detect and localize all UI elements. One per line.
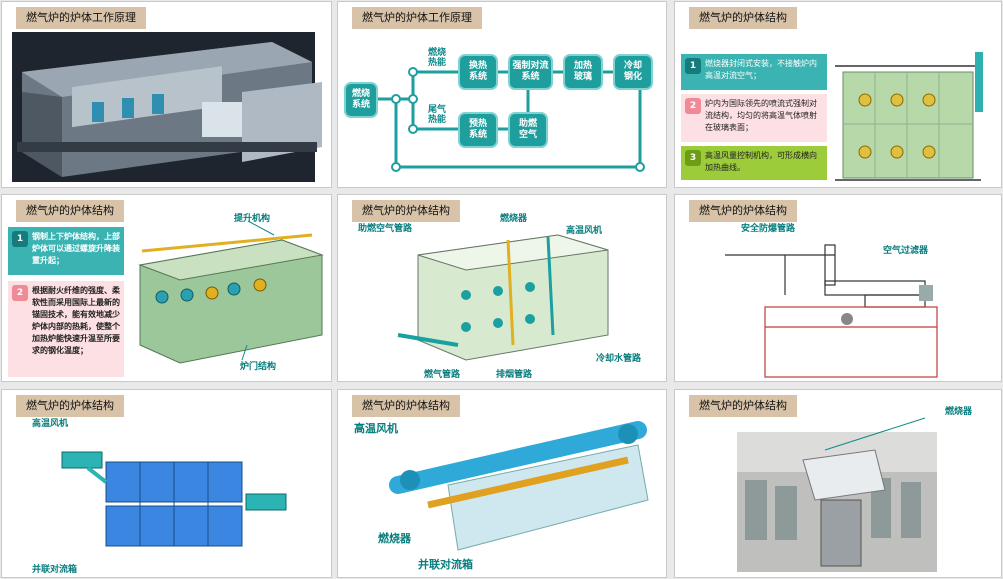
flow-forced-convection: 强制对流 系统: [508, 54, 553, 90]
slide-8[interactable]: 燃气炉的炉体结构 高温风机 燃烧器 并联对流箱: [337, 389, 667, 578]
flow-tail-gas-label: 尾气 热能: [428, 105, 447, 125]
flow-combustion-air: 助燃 空气: [508, 112, 548, 148]
note-3: 3 高温风量控制机构，可形成横向加热曲线。: [681, 146, 827, 180]
flow-preheat: 预热 系统: [458, 112, 498, 148]
convection-box-top-view: [61, 451, 287, 547]
flow-combustion-system: 燃烧 系统: [344, 82, 378, 118]
label-hot-fan: 高温风机: [354, 422, 398, 435]
furnace-body-drawing: [138, 220, 324, 364]
note-1: 1 钢制上下炉体结构，上部炉体可以通过螺旋升降装置升起；: [8, 227, 124, 275]
slide-title: 燃气炉的炉体结构: [352, 395, 460, 417]
label-burner: 燃烧器: [500, 214, 528, 224]
label-burner: 燃烧器: [945, 407, 973, 417]
slide-9[interactable]: 燃气炉的炉体结构 燃烧器: [674, 389, 1002, 578]
label-safety-vent: 安全防爆管路: [741, 224, 796, 234]
label-hot-fan: 高温风机: [566, 226, 603, 236]
furnace-render: [12, 32, 322, 182]
label-hot-fan: 高温风机: [32, 419, 69, 429]
slide-5[interactable]: 燃气炉的炉体结构 助燃空气管路 燃烧器 高温风机 燃气管路 排烟管路 冷却水管路: [337, 194, 667, 382]
label-comb-air-pipe: 助燃空气管路: [358, 224, 413, 234]
flow-hot-gas-label: 燃烧 热能: [428, 48, 447, 68]
slide-title: 燃气炉的炉体工作原理: [352, 7, 482, 29]
fan-burner-3d-drawing: [389, 421, 649, 551]
label-burner: 燃烧器: [378, 532, 411, 545]
slide-title: 燃气炉的炉体结构: [16, 200, 124, 222]
flow-heat-glass: 加热 玻璃: [563, 54, 603, 90]
slide-2[interactable]: 燃气炉的炉体工作原理 燃烧 系统 燃烧 热能 尾气 热能 换热 系统 强制对流 …: [337, 1, 667, 188]
label-air-filter: 空气过滤器: [883, 246, 929, 256]
slide-title: 燃气炉的炉体工作原理: [16, 7, 146, 29]
slide-1[interactable]: 燃气炉的炉体工作原理: [1, 1, 332, 188]
furnace-front-drawing: [835, 52, 983, 181]
note-2: 2 炉内为国际领先的喷流式强制对流结构，均匀的将高温气体喷射在玻璃表面；: [681, 94, 827, 142]
slide-3[interactable]: 燃气炉的炉体结构 1 燃烧器封闭式安装，不接触炉内高温对流空气； 2 炉内为国际…: [674, 1, 1002, 188]
note-1: 1 燃烧器封闭式安装，不接触炉内高温对流空气；: [681, 54, 827, 90]
slide-title: 燃气炉的炉体结构: [689, 395, 797, 417]
slide-title: 燃气炉的炉体结构: [16, 395, 124, 417]
slide-title: 燃气炉的炉体结构: [352, 200, 460, 222]
label-exhaust: 排烟管路: [496, 370, 533, 380]
flow-cool-temper: 冷却 钢化: [613, 54, 653, 90]
side-elevation-drawing: [725, 244, 938, 378]
flow-heat-exchange: 换热 系统: [458, 54, 498, 90]
label-door: 炉门结构: [240, 362, 277, 372]
slide-title: 燃气炉的炉体结构: [689, 200, 797, 222]
label-parallel-box: 并联对流箱: [418, 558, 473, 571]
slide-title: 燃气炉的炉体结构: [689, 7, 797, 29]
label-lift: 提升机构: [234, 214, 271, 224]
label-parallel-box: 并联对流箱: [32, 565, 78, 575]
flow-connectors: [376, 67, 645, 172]
slide-6[interactable]: 燃气炉的炉体结构 安全防爆管路 空气过滤器: [674, 194, 1002, 382]
label-cool-water: 冷却水管路: [596, 354, 642, 364]
burner-photo: [737, 417, 937, 572]
label-gas-pipe: 燃气管路: [424, 370, 461, 380]
slide-4[interactable]: 燃气炉的炉体结构 1 钢制上下炉体结构，上部炉体可以通过螺旋升降装置升起； 2 …: [1, 194, 332, 382]
slide-7[interactable]: 燃气炉的炉体结构 高温风机 并联对流箱: [1, 389, 332, 578]
note-2: 2 根据耐火纤维的强度、柔软性而采用国际上最新的锚固技术，能有效地减少炉体内部的…: [8, 281, 124, 377]
piping-drawing: [397, 234, 609, 361]
